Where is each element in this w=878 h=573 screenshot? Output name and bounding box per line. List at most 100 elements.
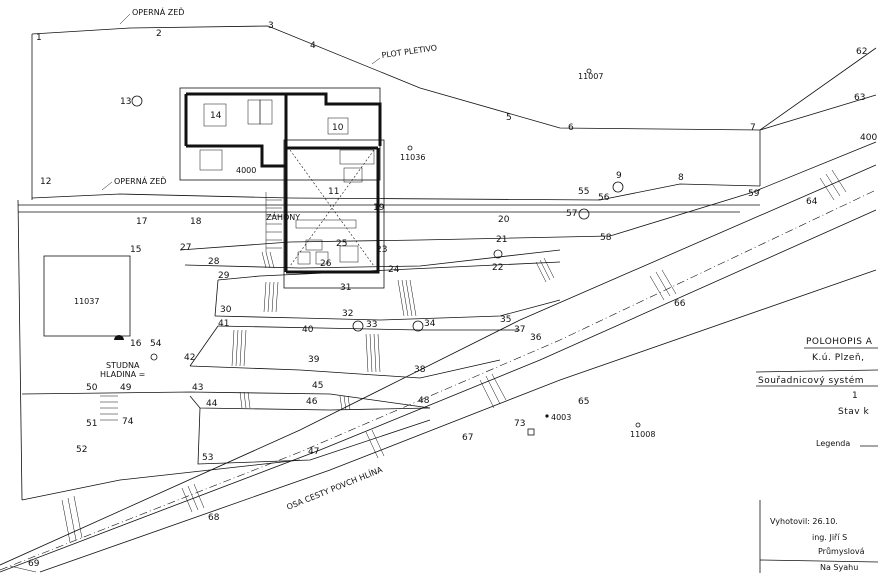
- terrace-edge-29-30: [214, 279, 219, 317]
- bed-2: [259, 99, 273, 125]
- point-label-51: 51: [86, 419, 97, 429]
- point-label-26: 26: [320, 259, 332, 269]
- point-label-42: 42: [184, 353, 195, 363]
- lower-left-boundary: [17, 199, 23, 501]
- point-label-64: 64: [806, 197, 818, 207]
- stair-block-1: [339, 149, 375, 165]
- legend-system: Souřadnicový systém: [758, 375, 864, 386]
- marker-16-icon: [114, 335, 124, 340]
- point-label-23: 23: [376, 245, 387, 255]
- well-icon: [150, 353, 158, 361]
- middle-boundary: [31, 183, 761, 201]
- terrace-53-47: [197, 407, 431, 465]
- leader-operna-top: [119, 13, 131, 25]
- legend-ku: K.ú. Plzeň,: [812, 352, 864, 363]
- label-parcel-11008: 11008: [630, 430, 655, 439]
- marker-34-icon: [412, 320, 424, 332]
- label-benchmark-400-right: 400: [860, 133, 877, 143]
- legend-ing: ing. Jiří S: [812, 533, 847, 542]
- point-label-53: 53: [202, 453, 213, 463]
- stair-block-2: [343, 167, 363, 183]
- point-label-1: 1: [36, 33, 42, 43]
- legend-stav: Stav k: [838, 407, 869, 417]
- room-10-box: [327, 117, 349, 135]
- sofa-table: [199, 149, 223, 171]
- point-label-5: 5: [506, 113, 512, 123]
- house-wall-bottom-left: [186, 144, 286, 168]
- parcel-11037: [43, 255, 131, 337]
- point-label-15: 15: [130, 245, 141, 255]
- leader-69: [9, 565, 37, 573]
- point-label-18: 18: [190, 217, 202, 227]
- point-label-7: 7: [750, 123, 756, 133]
- point-label-22: 22: [492, 263, 503, 273]
- point-label-29: 29: [218, 271, 230, 281]
- legend-frame-bottom: [759, 559, 878, 563]
- terrace-29: [217, 261, 561, 281]
- boundary-400: [757, 141, 877, 191]
- point-label-50: 50: [86, 383, 98, 393]
- point-label-45: 45: [312, 381, 323, 391]
- leader-plot: [371, 57, 381, 65]
- legend-title: POLOHOPIS A: [806, 337, 873, 347]
- label-hladina: HLADINA =: [100, 370, 145, 379]
- stair-left-treads: [266, 199, 282, 249]
- point-label-52: 52: [76, 445, 87, 455]
- point-label-40: 40: [302, 325, 314, 335]
- label-operna-zed-mid: OPERNÁ ZEĎ: [114, 175, 166, 186]
- point-label-30: 30: [220, 305, 232, 315]
- point-label-25: 25: [336, 239, 347, 249]
- point-label-3: 3: [268, 21, 274, 31]
- benchmark-4003-icon: [545, 414, 549, 418]
- label-plot-pletivo: PLOT PLETIVO: [381, 43, 438, 60]
- marker-33-icon: [352, 320, 364, 332]
- point-label-36: 36: [530, 333, 542, 343]
- point-label-54: 54: [150, 339, 162, 349]
- point-label-58: 58: [600, 233, 612, 243]
- point-label-34: 34: [424, 319, 436, 329]
- point-label-44: 44: [206, 399, 218, 409]
- legend-na-syahu: Na Syahu: [820, 563, 858, 572]
- boundary-63: [759, 94, 877, 131]
- point-label-57: 57: [566, 209, 577, 219]
- point-label-31: 31: [340, 283, 351, 293]
- terrace-30-35: [214, 299, 561, 321]
- bed-1: [247, 99, 261, 125]
- legend-one: 1: [852, 391, 858, 401]
- point-label-17: 17: [136, 217, 147, 227]
- property-boundary: [31, 25, 877, 131]
- label-room-14: 14: [210, 111, 222, 121]
- road-axis: [0, 189, 877, 571]
- point-label-2: 2: [156, 29, 162, 39]
- parcel-11007-icon: [586, 68, 592, 74]
- point-label-48: 48: [418, 396, 430, 406]
- point-label-20: 20: [498, 215, 510, 225]
- point-label-27: 27: [180, 243, 191, 253]
- road-edge-mid: [0, 209, 877, 573]
- point-label-35: 35: [500, 315, 511, 325]
- label-benchmark-4003: 4003: [551, 413, 571, 422]
- point-label-4: 4: [310, 41, 316, 51]
- label-room-10: 10: [332, 123, 344, 133]
- label-benchmark-4000-house: 4000: [236, 166, 256, 175]
- point-label-59: 59: [748, 189, 760, 199]
- point-label-49: 49: [120, 383, 132, 393]
- point-label-39: 39: [308, 355, 320, 365]
- marker-13-icon: [131, 95, 143, 107]
- furniture-4: [315, 251, 329, 265]
- furniture-3: [297, 251, 311, 265]
- point-label-43: 43: [192, 383, 203, 393]
- point-label-16: 16: [130, 339, 142, 349]
- house-wall-lower: [286, 148, 380, 274]
- label-studna: STUDNA: [106, 361, 140, 370]
- point-label-9: 9: [616, 171, 622, 181]
- furniture-2: [339, 245, 359, 263]
- dining-table: [203, 103, 227, 127]
- lower-floor-outline: [283, 139, 385, 289]
- point-label-74: 74: [122, 417, 134, 427]
- point-label-56: 56: [598, 193, 610, 203]
- survey-markers: [114, 68, 641, 436]
- terrace-42-38: [189, 359, 501, 379]
- point-label-47: 47: [308, 447, 319, 457]
